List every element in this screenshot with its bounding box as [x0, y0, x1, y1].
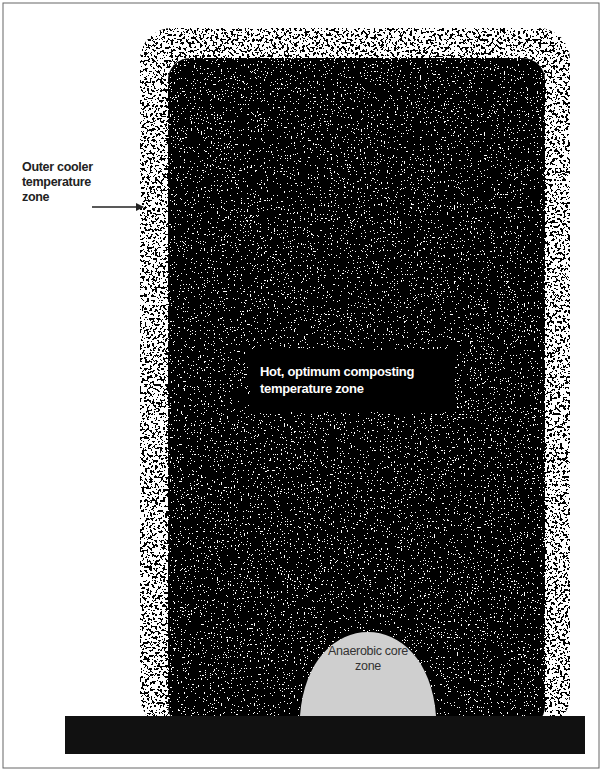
- zone-label-box: Hot, optimum composting temperature zone: [250, 350, 455, 412]
- zone-label: Outer cooler temperature zone: [22, 160, 104, 205]
- anaerobic-core-dome: Anaerobic core zone: [300, 630, 436, 716]
- outer-zone: [140, 28, 570, 728]
- ground-base: [65, 716, 585, 754]
- inner-zone: [168, 58, 545, 728]
- zone-text: Anaerobic core zone: [326, 644, 410, 674]
- leader-arrow: [92, 206, 143, 208]
- frame: [3, 3, 599, 768]
- zone-text: Hot, optimum composting temperature zone: [260, 363, 445, 397]
